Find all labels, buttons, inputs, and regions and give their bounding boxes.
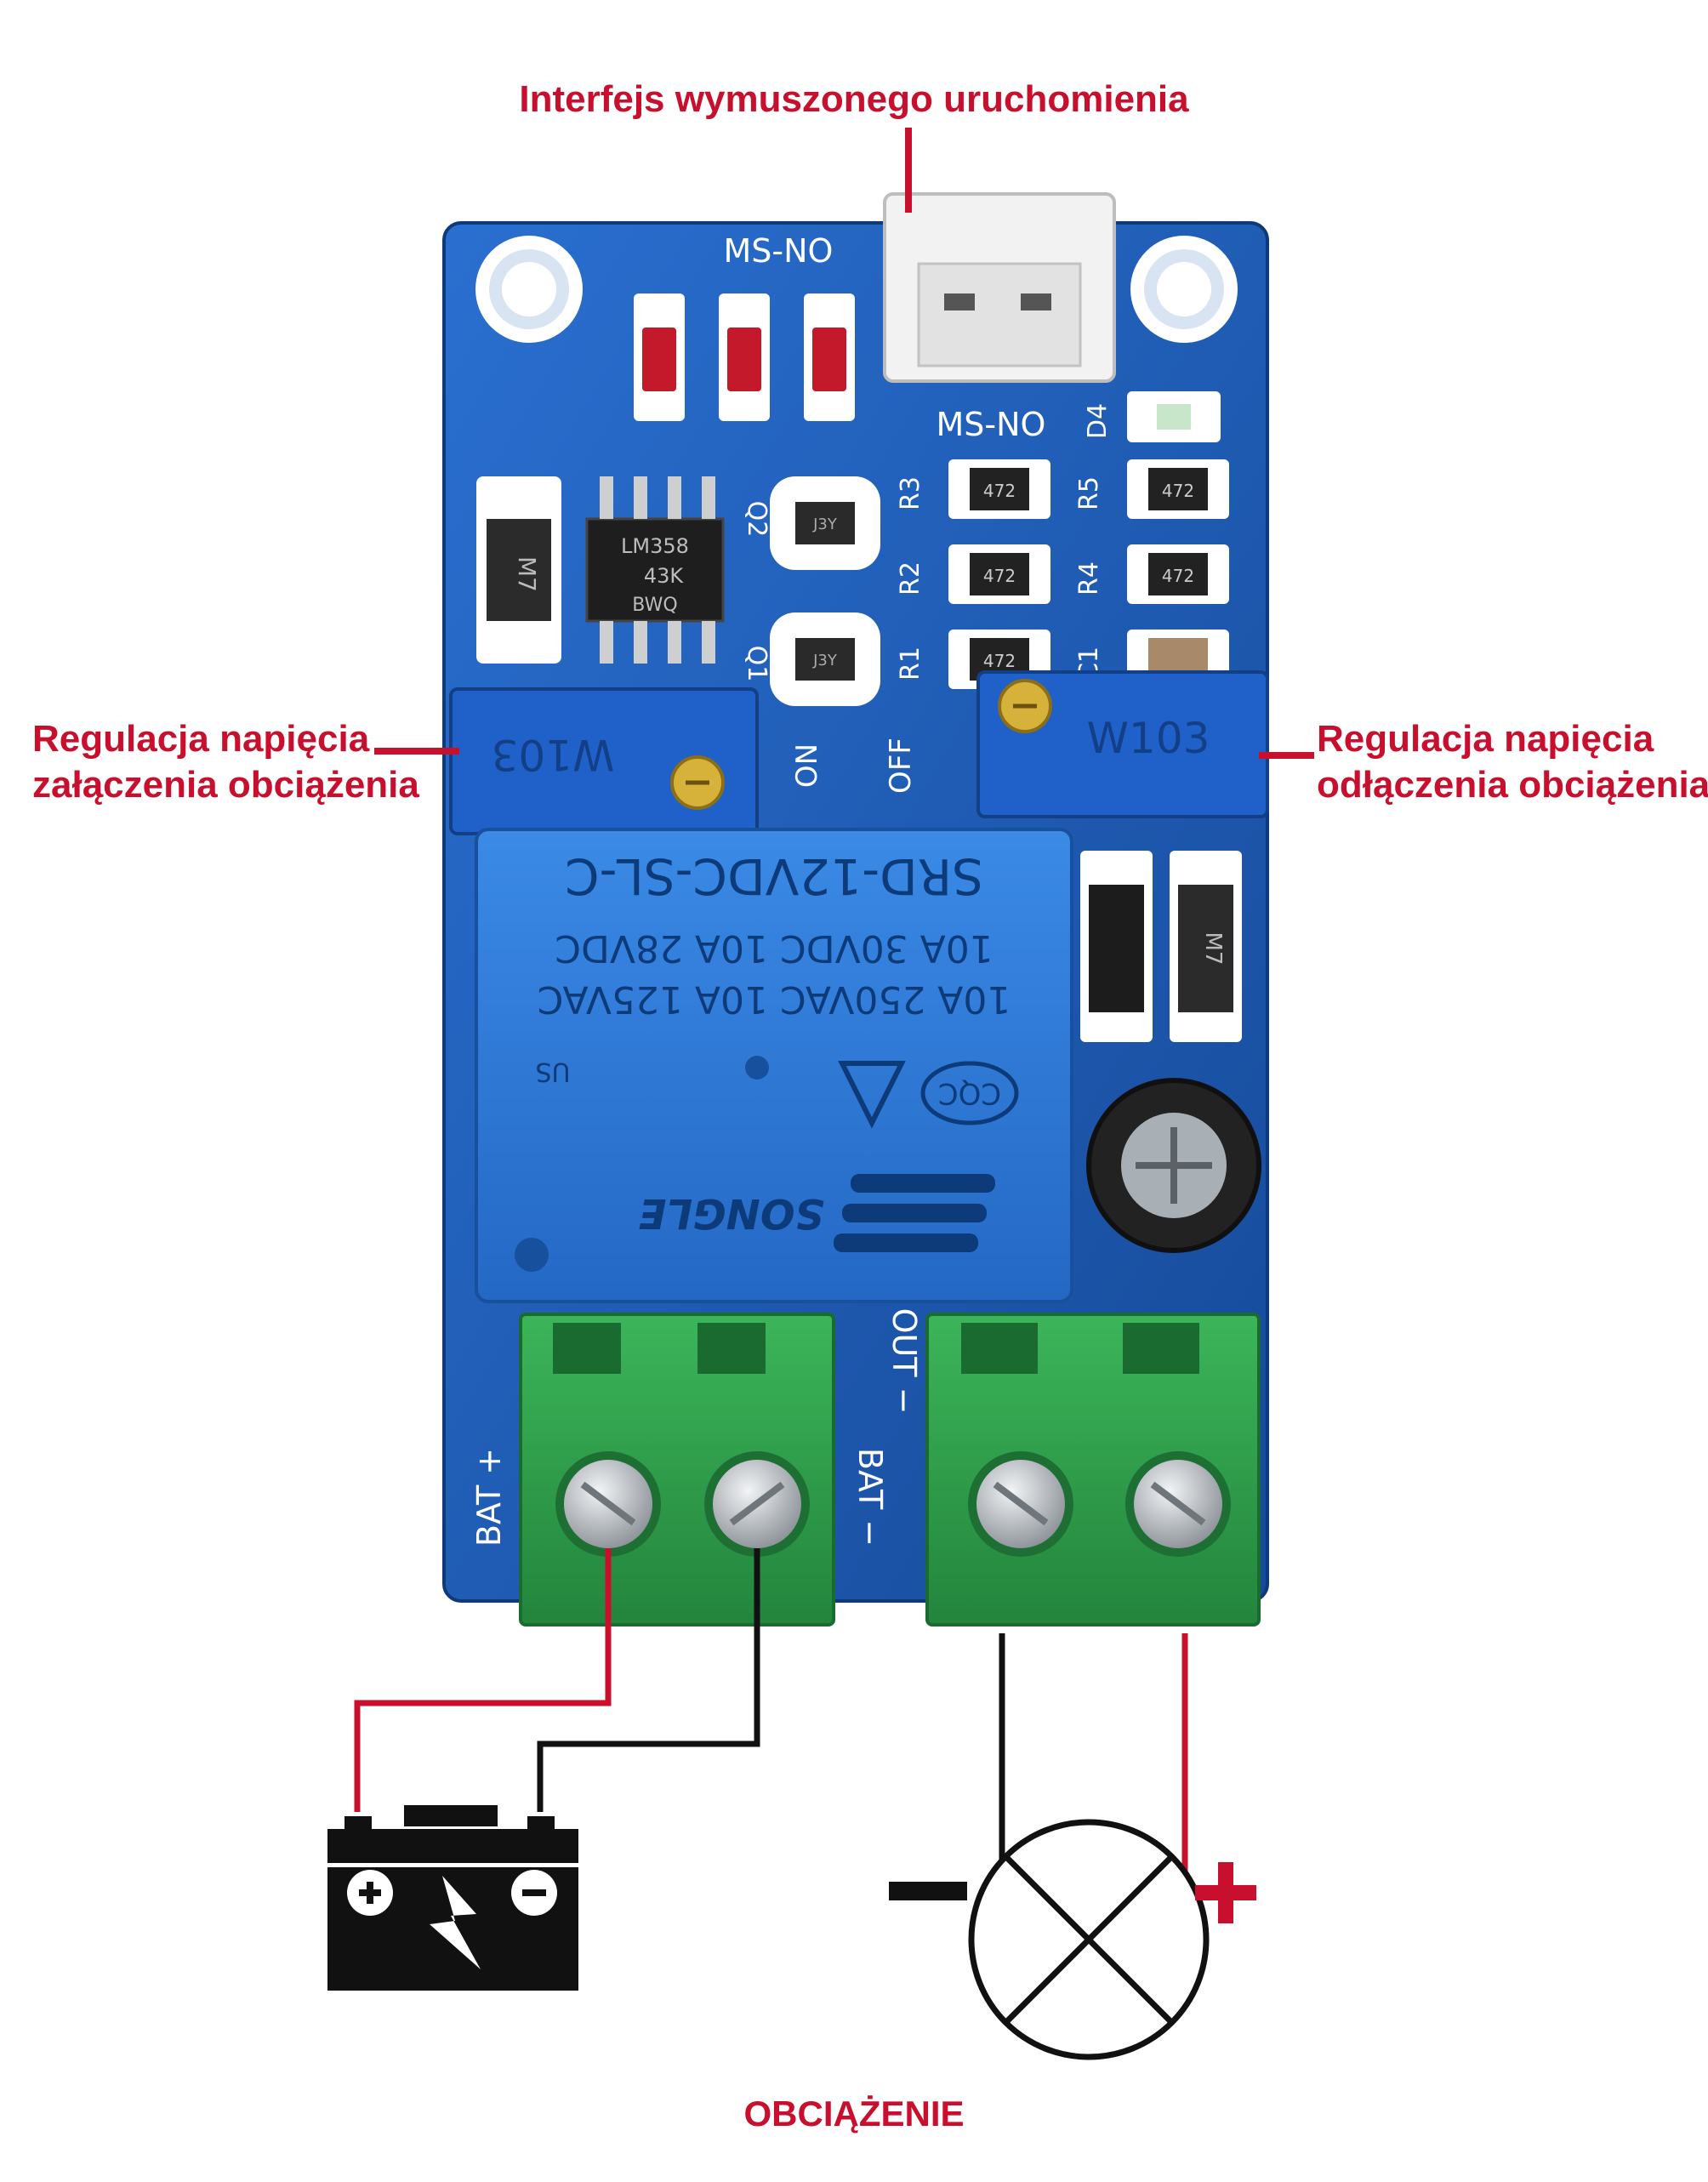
resistor-column-middle — [948, 459, 1050, 689]
relay-cert: CQC — [938, 1076, 1001, 1110]
chip-line3: BWQ — [632, 595, 677, 616]
label-bat-minus: BAT − — [851, 1448, 889, 1547]
chip-line2: 43K — [644, 564, 685, 588]
resistor-marking-r2: 472 — [983, 566, 1016, 586]
forced-start-interface-label: Interfejs wymuszonego uruchomienia — [519, 78, 1189, 120]
on-voltage-adjust-line1: Regulacja napięcia — [32, 718, 370, 760]
label-q2: Q2 — [742, 501, 771, 538]
diode-m7-left: M7 — [476, 476, 561, 664]
relay-rating1: 10A 30VDC 10A 28VDC — [555, 926, 993, 970]
pot-right-marking: W103 — [1087, 714, 1210, 763]
electrolytic-capacitor — [1086, 1078, 1261, 1253]
off-voltage-adjust-label: Regulacja napięcia odłączenia obciążenia — [1317, 716, 1708, 808]
potentiometer-off[interactable]: W103 — [976, 670, 1269, 818]
label-q1: Q1 — [742, 646, 771, 682]
off-voltage-adjust-line2: odłączenia obciążenia — [1317, 764, 1708, 806]
terminal-block-bat — [519, 1313, 835, 1627]
relay-rating2: 10A 250VAC 10A 125VAC — [538, 977, 1011, 1021]
transistor-marking-q1: J3Y — [812, 652, 838, 669]
label-r5: R5 — [1074, 476, 1104, 510]
relay-brand: SONGLE — [639, 1189, 825, 1237]
resistor-marking-r1: 472 — [983, 651, 1016, 671]
resistor-marking-r5: 472 — [1162, 481, 1194, 501]
transistor-q1: J3Y — [770, 612, 880, 706]
terminal-block-out — [925, 1313, 1261, 1627]
connector-label-mid: MS-NO — [937, 406, 1046, 443]
relay-warning-icon — [838, 1061, 906, 1129]
relay: SRD-12VDC-SL-C 10A 30VDC 10A 28VDC 10A 2… — [475, 828, 1073, 1303]
on-voltage-adjust-line2: załączenia obciążenia — [32, 764, 419, 806]
battery-icon — [327, 1805, 578, 1991]
resistor-marking-r4: 472 — [1162, 566, 1194, 586]
off-voltage-adjust-line1: Regulacja napięcia — [1317, 718, 1654, 760]
pot-left-marking: W103 — [492, 730, 615, 779]
label-r1: R1 — [896, 647, 925, 681]
diode-pair-right: M7 — [1080, 851, 1242, 1042]
lightning-icon — [430, 1876, 481, 1969]
lamp-load-icon — [968, 1819, 1210, 2060]
label-on: ON — [790, 743, 824, 788]
load-plus-sign — [1195, 1862, 1256, 1923]
on-voltage-adjust-label: Regulacja napięcia załączenia obciążenia — [32, 716, 419, 808]
chip-line1: LM358 — [621, 534, 689, 558]
connector-label-top: MS-NO — [724, 232, 834, 270]
diode-marking-left: M7 — [513, 556, 541, 592]
label-r2: R2 — [896, 561, 925, 595]
relay-ul: US — [535, 1057, 570, 1086]
lm358-chip: LM358 43K BWQ — [585, 476, 725, 664]
relay-model: SRD-12VDC-SL-C — [565, 847, 983, 905]
load-minus-sign — [889, 1882, 967, 1900]
load-label: OBCIĄŻENIE — [743, 2094, 965, 2134]
load-wiring — [999, 1633, 1188, 1889]
label-d4: D4 — [1083, 403, 1113, 439]
label-r4: R4 — [1074, 561, 1104, 595]
smd-diodes — [634, 293, 855, 421]
forced-start-connector — [883, 192, 1116, 383]
potentiometer-on[interactable]: W103 — [449, 687, 759, 835]
transistor-q2: J3Y — [770, 476, 880, 570]
diode-marking-right: M7 — [1200, 932, 1226, 966]
callout-leaders — [374, 128, 1314, 759]
songle-logo-icon — [834, 1174, 995, 1252]
label-bat-plus: BAT + — [470, 1448, 508, 1547]
label-r3: R3 — [896, 476, 925, 510]
label-out-minus: OUT − — [885, 1308, 923, 1415]
battery-wiring — [354, 1548, 760, 1812]
transistor-marking-q2: J3Y — [812, 516, 838, 533]
resistor-marking-r3: 472 — [983, 481, 1016, 501]
label-off: OFF — [884, 738, 918, 794]
